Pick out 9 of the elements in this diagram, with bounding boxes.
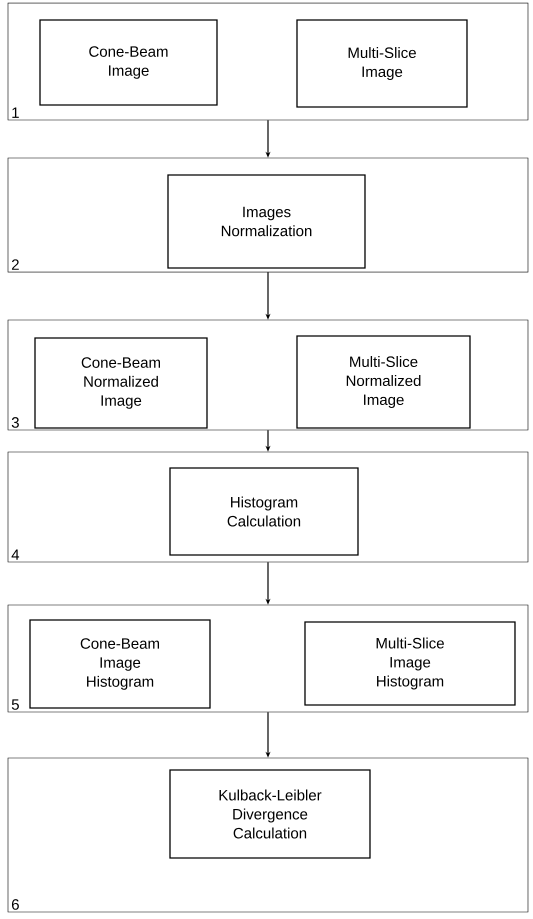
process-box: Histogram Calculation [169,467,359,556]
process-box: Kulback-Leibler Divergence Calculation [169,769,371,859]
process-box: Multi-Slice Image [296,19,468,108]
process-box: Cone-Beam Normalized Image [34,337,208,429]
process-box: Multi-Slice Image Histogram [304,621,516,706]
process-box: Multi-Slice Normalized Image [296,335,471,429]
process-box: Cone-Beam Image Histogram [29,619,211,709]
process-box: Cone-Beam Image [39,19,218,106]
process-box: Images Normalization [167,174,366,269]
